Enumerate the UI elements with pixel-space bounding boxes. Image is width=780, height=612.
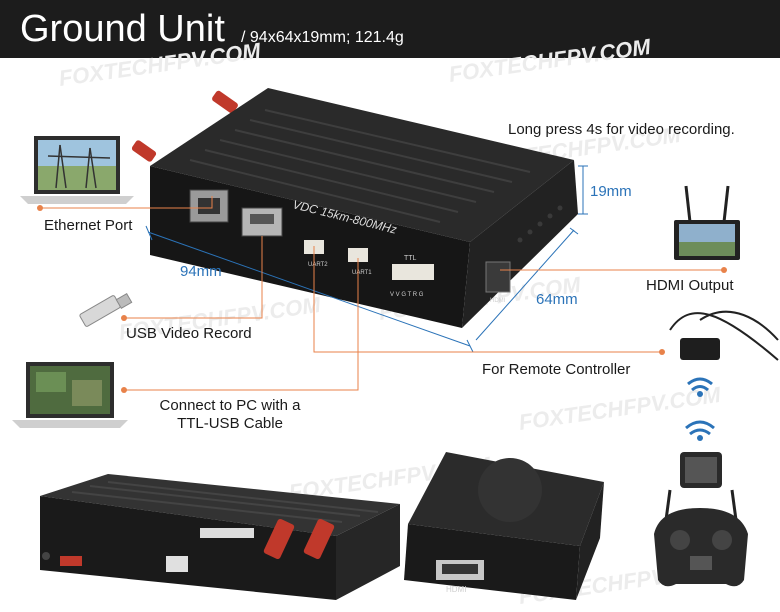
page-subtitle: / 94x64x19mm; 121.4g [241, 29, 404, 46]
uart1-connector-graphic [348, 248, 368, 262]
header-bar: Ground Unit / 94x64x19mm; 121.4g [0, 0, 780, 58]
laptop-pc-image [12, 362, 128, 428]
watermark-text: FOXTECHFPV.COM [57, 38, 262, 91]
hdmi-print: HDMI [446, 585, 466, 594]
leader-lines [40, 196, 724, 391]
hdmi-output-label: HDMI Output [646, 277, 734, 294]
wifi-icon [685, 420, 715, 436]
remote-controller-label: For Remote Controller [482, 361, 631, 378]
device-photo-side: HDMI [404, 452, 604, 600]
leader-dots [37, 205, 727, 393]
video-recording-note: Long press 4s for video recording. [508, 121, 735, 138]
led-dots [517, 205, 563, 243]
power-ttl-connector-graphic [392, 264, 434, 280]
connect-pc-label-line1: Connect to PC with a [159, 397, 301, 414]
antenna-connector [131, 140, 157, 162]
wifi-icon-dot [697, 435, 703, 441]
ttl-print: TTL [404, 255, 417, 262]
wifi-icon [687, 377, 713, 392]
laptop-ethernet-image [20, 136, 134, 204]
width-dimension: 94mm [180, 263, 222, 280]
hdmi-port-graphic [485, 261, 511, 293]
uart1-print: UART1 [352, 270, 372, 276]
height-dimension: 19mm [590, 183, 632, 200]
wifi-icon-dot [697, 391, 703, 397]
device-photo-rear [40, 474, 400, 600]
connect-pc-label-line2: TTL-USB Cable [177, 415, 283, 432]
radio-controller-image [654, 452, 748, 587]
usb-stick-image [79, 292, 133, 327]
ground-unit-device: VDC 15km-800MHz TTL UART2 UART1 V V G T … [131, 88, 578, 328]
ethernet-port-label: Ethernet Port [44, 217, 133, 234]
heatsink-fins [189, 109, 531, 223]
depth-dimension: 64mm [536, 291, 578, 308]
usb-video-record-label: USB Video Record [126, 325, 252, 342]
watermark-text: FOXTECHFPV.COM [447, 34, 652, 87]
hdmi-print: HDMI [490, 298, 506, 304]
page-title: Ground Unit [20, 8, 225, 50]
antenna-connector [212, 90, 238, 114]
uart2-print: UART2 [308, 262, 328, 268]
pin-print: V V G T R G [390, 292, 424, 298]
hdmi-monitor-image [674, 185, 740, 260]
remote-receiver-image [669, 310, 779, 361]
dimension-lines [145, 165, 588, 353]
device-top [150, 88, 574, 242]
